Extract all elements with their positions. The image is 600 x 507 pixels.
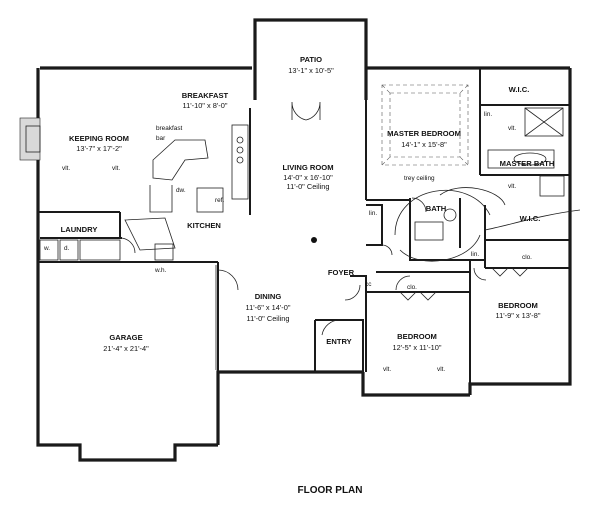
dishwasher-label: dw.: [176, 187, 186, 194]
linen-label-hall: lin.: [369, 210, 377, 217]
refrigerator-label: ref.: [215, 197, 224, 204]
arc-lines: [394, 187, 581, 262]
washer-label: w.: [43, 245, 50, 252]
vault-label-keeping-left: vlt.: [62, 165, 70, 172]
coat-closet-label: cc: [365, 281, 372, 288]
breakfast-dims: 11'-10" x 8'-0": [183, 101, 228, 110]
closet-label-bedroom-front: clo.: [407, 284, 417, 291]
patio-dims: 13'-1" x 10'-5": [288, 66, 334, 75]
linen-label-master: lin.: [484, 111, 492, 118]
living-room-dims: 14'-0" x 16'-10": [283, 173, 333, 182]
dining-ceiling: 11'-0" Ceiling: [247, 314, 290, 323]
living-room-name: LIVING ROOM: [282, 163, 333, 172]
entry-name: ENTRY: [326, 337, 351, 346]
fireplace: [19, 117, 41, 161]
floor-plan-title: FLOOR PLAN: [298, 485, 363, 496]
kitchen-name: KITCHEN: [187, 221, 221, 230]
bedroom-front-name: BEDROOM: [397, 332, 437, 341]
bedroom-right-name: BEDROOM: [498, 301, 538, 310]
vault-label-master-closet: vlt.: [508, 125, 516, 132]
living-room-ceiling: 11'-0" Ceiling: [287, 182, 330, 191]
ceiling-fixture-marker: [311, 237, 317, 243]
foyer-name: FOYER: [328, 268, 355, 277]
bedroom-right-dims: 11'-9" x 13'-8": [496, 311, 541, 320]
kitchen-counters: [124, 124, 249, 251]
master-bath-name: MASTER BATH: [500, 159, 555, 168]
keeping-room-name: KEEPING ROOM: [69, 134, 129, 143]
wic-top-name: W.I.C.: [509, 85, 530, 94]
interior-walls: [38, 68, 570, 384]
trey-ceiling-label: trey ceiling: [404, 175, 435, 182]
breakfast-name: BREAKFAST: [182, 91, 229, 100]
laundry-appliances: [39, 239, 174, 261]
keeping-room-dims: 13'-7" x 17'-2": [76, 144, 122, 153]
door-swings: [119, 197, 487, 336]
master-bath-fixtures: [487, 107, 565, 197]
water-heater-label: w.h.: [154, 267, 167, 274]
bath-name: BATH: [426, 204, 447, 213]
patio-doors: [268, 96, 358, 121]
vault-label-bedroom-right: vlt.: [437, 366, 445, 373]
vault-label-master-bath: vlt.: [508, 183, 516, 190]
trey-ceiling-outline: [381, 84, 469, 166]
dining-name: DINING: [255, 292, 282, 301]
wic-lower-name: W.I.C.: [520, 214, 541, 223]
garage-name: GARAGE: [109, 333, 142, 342]
vault-label-bedroom-left: vlt.: [383, 366, 391, 373]
closet-label-bedroom-right: clo.: [522, 254, 532, 261]
linen-label-bath: lin.: [471, 251, 479, 258]
vault-label-keeping-right: vlt.: [112, 165, 120, 172]
master-bedroom-dims: 14'-1" x 15'-8": [401, 140, 447, 149]
patio-name: PATIO: [300, 55, 322, 64]
garage-dims: 21'-4" x 21'-4": [103, 344, 149, 353]
hall-bath-fixtures: [414, 208, 457, 241]
closet-door-marks: [399, 267, 529, 301]
breakfast-bar-label-1: breakfast: [156, 125, 183, 132]
laundry-name: LAUNDRY: [61, 225, 98, 234]
bedroom-front-dims: 12'-5" x 11'-10": [392, 343, 441, 352]
dining-dims: 11'-6" x 14'-0": [246, 303, 291, 312]
master-bedroom-name: MASTER BEDROOM: [387, 129, 461, 138]
breakfast-bar-label-2: bar: [156, 135, 166, 142]
dryer-label: d.: [64, 245, 70, 252]
